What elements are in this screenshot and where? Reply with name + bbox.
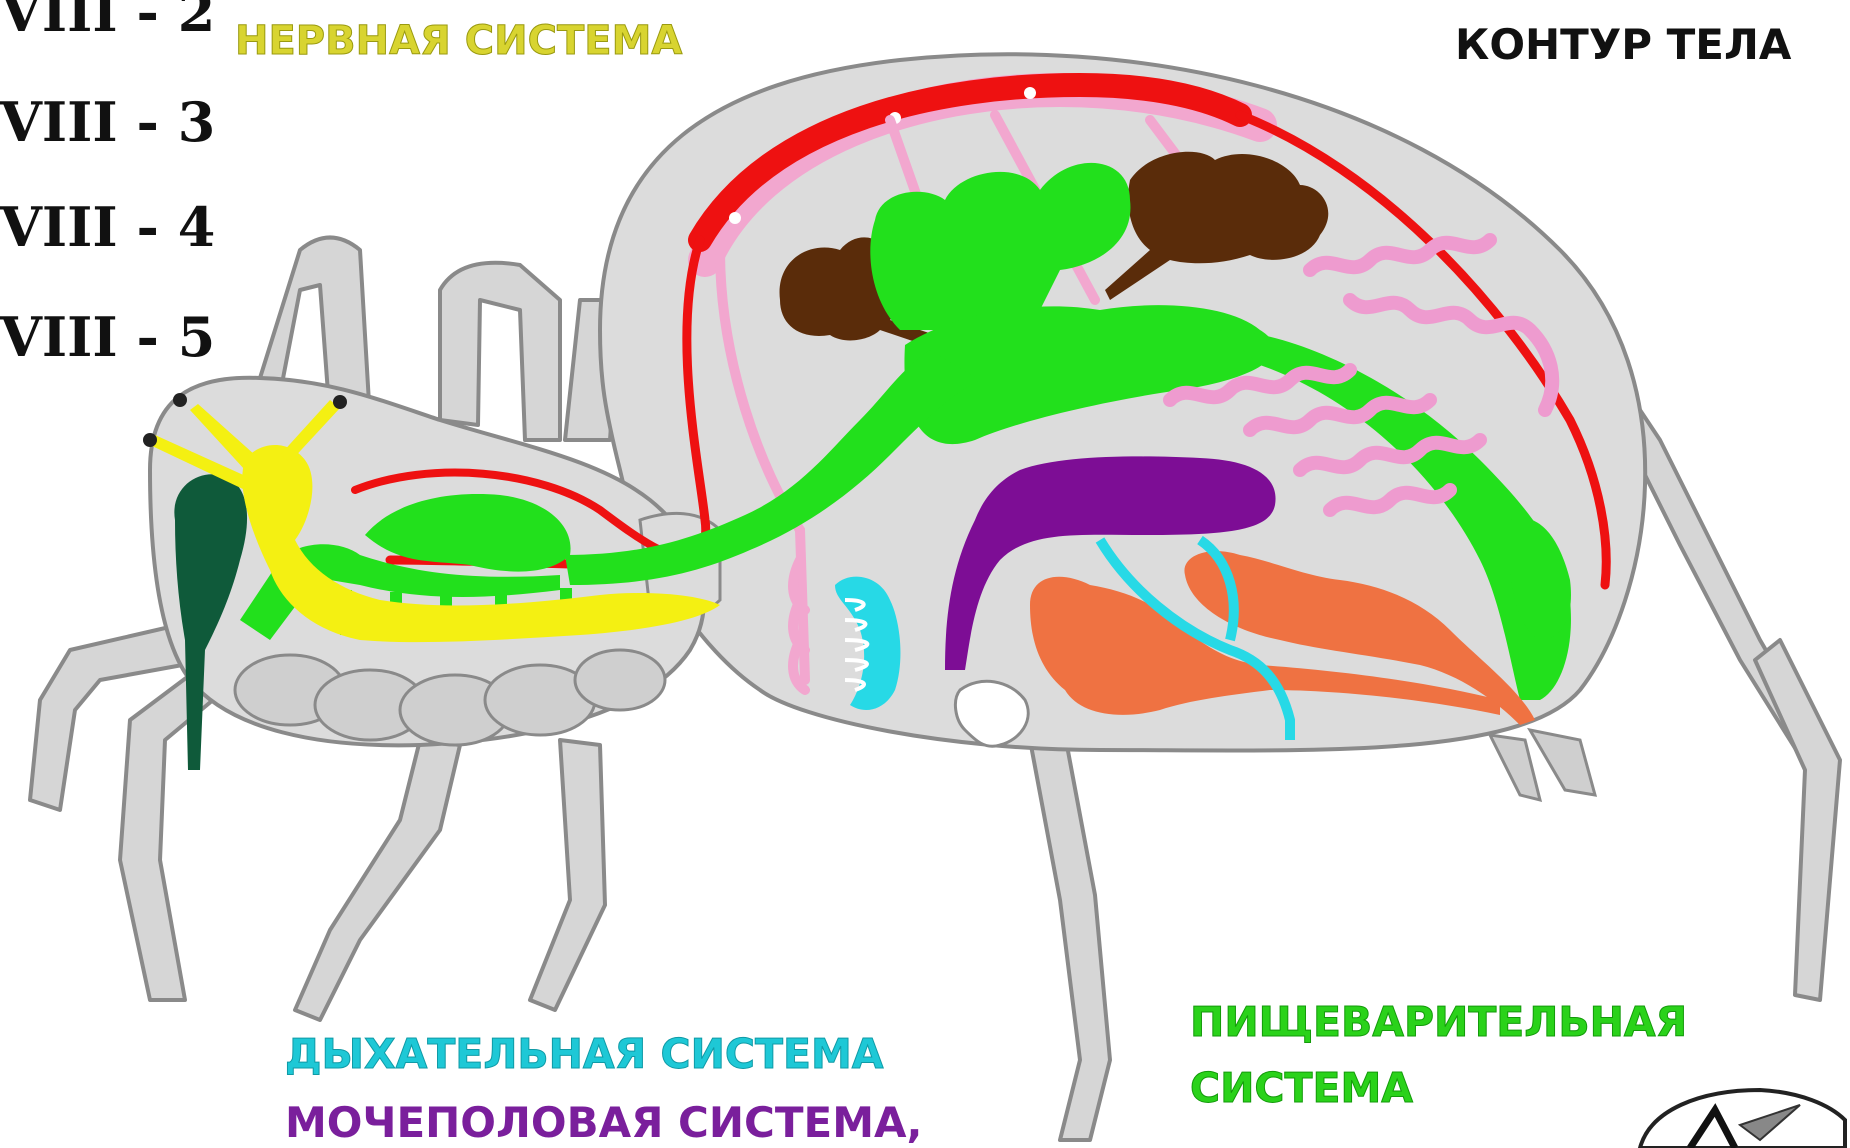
legend-digestive-line2: СИСТЕМА: [1190, 1064, 1413, 1112]
side-label-viii-3: VIII - 3: [0, 90, 215, 154]
spinnerets: [1490, 730, 1595, 800]
legend-digestive-line1: ПИЩЕВАРИТЕЛЬНАЯ: [1190, 998, 1687, 1046]
side-label-viii-4: VIII - 4: [0, 195, 215, 259]
leg-rear-2: [440, 263, 560, 440]
legend-body-outline: КОНТУР ТЕЛА: [1455, 20, 1791, 69]
leg-mid-1: [295, 740, 460, 1020]
side-label-viii-5: VIII - 5: [0, 305, 215, 369]
leg-right-3: [1030, 735, 1110, 1140]
legend-respiratory-system: ДЫХАТЕЛЬНАЯ СИСТЕМА: [285, 1030, 884, 1078]
leg-mid-2: [530, 740, 605, 1010]
leg-front-2: [120, 660, 225, 1000]
side-label-viii-2: VIII - 2: [0, 0, 215, 44]
logo-icon: [1640, 1090, 1845, 1148]
legend-urogenital-system: МОЧЕПОЛОВАЯ СИСТЕМА,: [285, 1098, 922, 1147]
legend-nervous-system: НЕРВНАЯ СИСТЕМА: [235, 18, 682, 64]
